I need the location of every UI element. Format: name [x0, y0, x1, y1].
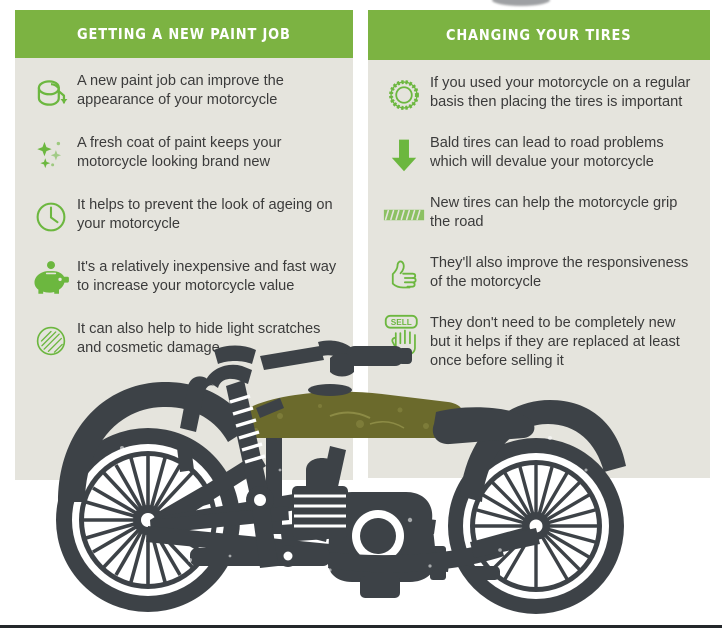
sparkles-icon: [29, 132, 73, 178]
column-paint-job: GETTING A NEW PAINT JOB A new paint job …: [15, 10, 353, 480]
thumbs-up-icon: [382, 252, 426, 298]
list-item-text: They'll also improve the responsiveness …: [430, 255, 689, 291]
list-item-text: It helps to prevent the look of ageing o…: [77, 197, 333, 233]
piggy-bank-icon: [29, 256, 73, 302]
vintage-motorcycle-illustration: [56, 340, 626, 614]
list-item[interactable]: It can also help to hide light scratches…: [15, 318, 353, 364]
list-item[interactable]: It's a relatively inexpensive and fast w…: [15, 256, 353, 302]
list-item-text: Bald tires can lead to road problems whi…: [430, 135, 664, 171]
top-cut-off-shape: [492, 0, 550, 6]
scratches-circle-icon: [29, 318, 73, 364]
list-item[interactable]: If you used your motorcycle on a regular…: [368, 72, 710, 118]
list-item[interactable]: A fresh coat of paint keeps your motorcy…: [15, 132, 353, 178]
column-paint-job-title: GETTING A NEW PAINT JOB: [77, 25, 291, 43]
column-paint-job-header: GETTING A NEW PAINT JOB: [15, 10, 353, 58]
clock-icon: [29, 194, 73, 240]
list-item-text: It can also help to hide light scratches…: [77, 321, 321, 357]
list-item-text: A fresh coat of paint keeps your motorcy…: [77, 135, 282, 171]
list-item-text: New tires can help the motorcycle grip t…: [430, 195, 678, 231]
paint-bucket-icon: [29, 70, 73, 116]
list-item-text: If you used your motorcycle on a regular…: [430, 75, 691, 111]
column-changing-tires-header: CHANGING YOUR TIRES: [368, 10, 710, 60]
list-item-text: A new paint job can improve the appearan…: [77, 73, 284, 109]
column-changing-tires-list: If you used your motorcycle on a regular…: [368, 60, 710, 385]
list-item[interactable]: SELL They don't need to be completely ne…: [368, 312, 710, 371]
tire-icon: [382, 72, 426, 118]
list-item[interactable]: It helps to prevent the look of ageing o…: [15, 194, 353, 240]
list-item[interactable]: New tires can help the motorcycle grip t…: [368, 192, 710, 238]
list-item-text: They don't need to be completely new but…: [430, 315, 680, 370]
list-item[interactable]: Bald tires can lead to road problems whi…: [368, 132, 710, 178]
column-changing-tires: CHANGING YOUR TIRES If you used your mot…: [368, 10, 710, 478]
column-changing-tires-title: CHANGING YOUR TIRES: [446, 26, 632, 44]
sell-badge-label: SELL: [391, 318, 412, 327]
column-paint-job-list: A new paint job can improve the appearan…: [15, 58, 353, 380]
down-arrow-icon: [382, 132, 426, 178]
tire-tread-icon: [382, 192, 426, 238]
list-item-text: It's a relatively inexpensive and fast w…: [77, 259, 337, 295]
list-item[interactable]: They'll also improve the responsiveness …: [368, 252, 710, 298]
list-item[interactable]: A new paint job can improve the appearan…: [15, 70, 353, 116]
bottom-divider: [0, 625, 722, 628]
